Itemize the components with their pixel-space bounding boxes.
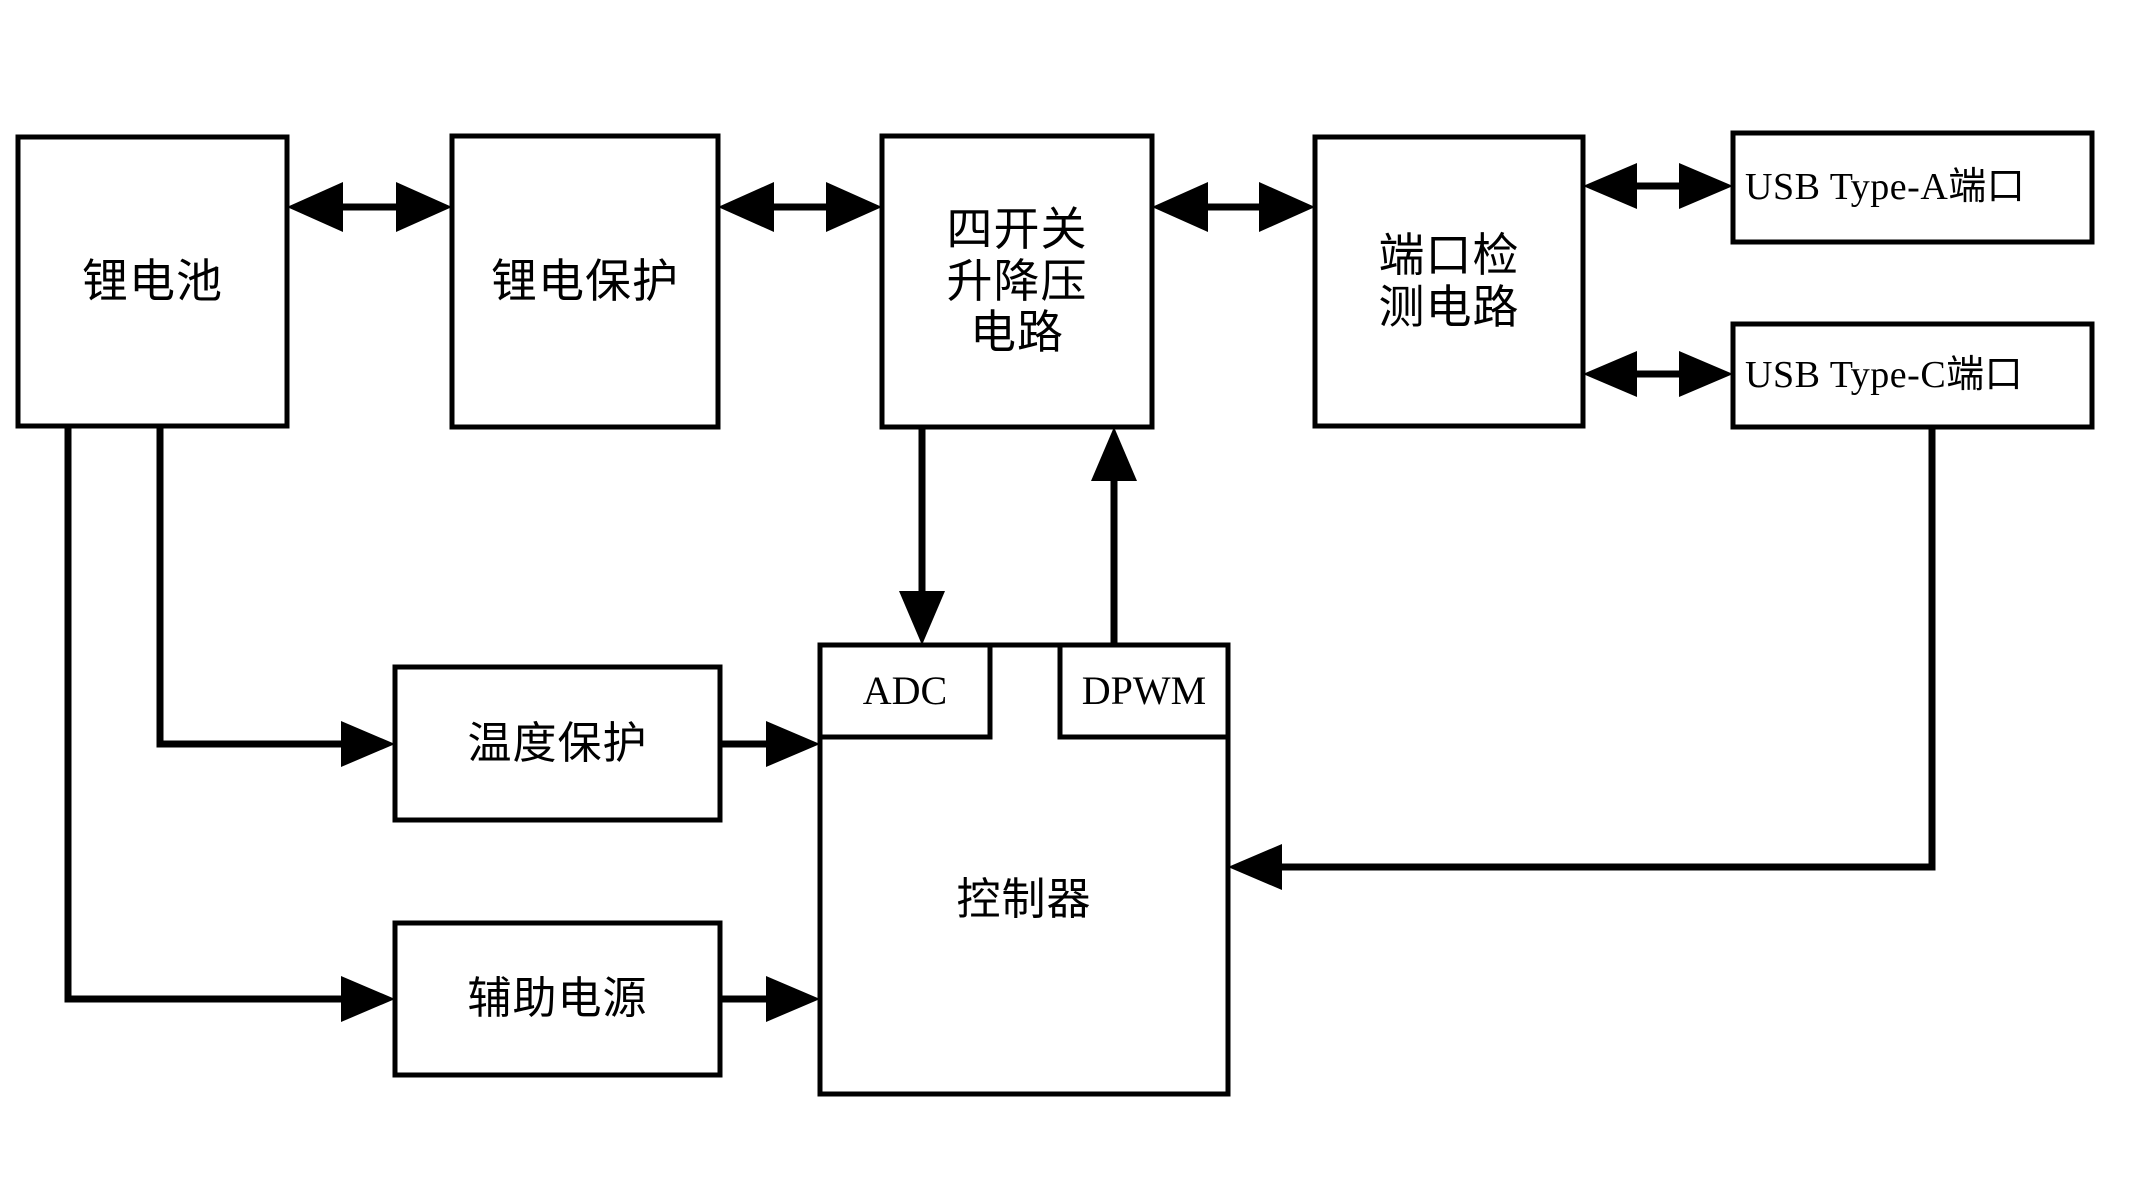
connector-port-detect-to-usb-type-a [1583, 163, 1733, 209]
arrowhead-left [718, 182, 774, 232]
connector-dpwm-to-buck-boost [1091, 427, 1137, 645]
arrowhead-left [1152, 182, 1208, 232]
connector-buck-boost-to-adc [899, 427, 945, 645]
connector-battery-to-temp-protect [156, 426, 395, 767]
arrowhead-right [766, 721, 820, 767]
arrowhead-right [1679, 163, 1733, 209]
connector-temp-protect-to-adc [720, 721, 820, 767]
connector-battery-to-li-protect [287, 182, 452, 232]
arrowhead-right [1679, 351, 1733, 397]
arrowhead-left [1583, 163, 1637, 209]
arrowhead-down [899, 591, 945, 645]
block-buck-boost[interactable] [879, 133, 1155, 430]
block-port-detect[interactable] [1312, 134, 1586, 429]
arrowhead-right [826, 182, 882, 232]
arrowhead-right [766, 976, 820, 1022]
arrowhead-right [1259, 182, 1315, 232]
block-battery[interactable] [15, 134, 290, 429]
connector-aux-power-to-controller [720, 976, 820, 1022]
connector-battery-to-aux-power [64, 426, 395, 1022]
connector-usb-type-c-to-controller [1228, 427, 1936, 890]
block-adc[interactable] [817, 642, 993, 740]
connector-port-detect-to-usb-type-c [1583, 351, 1733, 397]
block-usb-type-a[interactable] [1730, 130, 2095, 245]
connector-buck-boost-to-port-detect [1152, 182, 1315, 232]
block-aux-power[interactable] [392, 920, 723, 1078]
arrowhead-right [341, 976, 395, 1022]
arrowhead-left [287, 182, 343, 232]
block-dpwm[interactable] [1057, 642, 1231, 740]
arrowhead-left [1583, 351, 1637, 397]
arrowhead-right [341, 721, 395, 767]
block-usb-type-c[interactable] [1730, 321, 2095, 430]
arrowhead-left [1228, 844, 1282, 890]
block-li-protect[interactable] [449, 133, 721, 430]
arrowhead-right [396, 182, 452, 232]
arrowhead-up [1091, 427, 1137, 481]
connector-li-protect-to-buck-boost [718, 182, 882, 232]
block-temp-protect[interactable] [392, 664, 723, 823]
